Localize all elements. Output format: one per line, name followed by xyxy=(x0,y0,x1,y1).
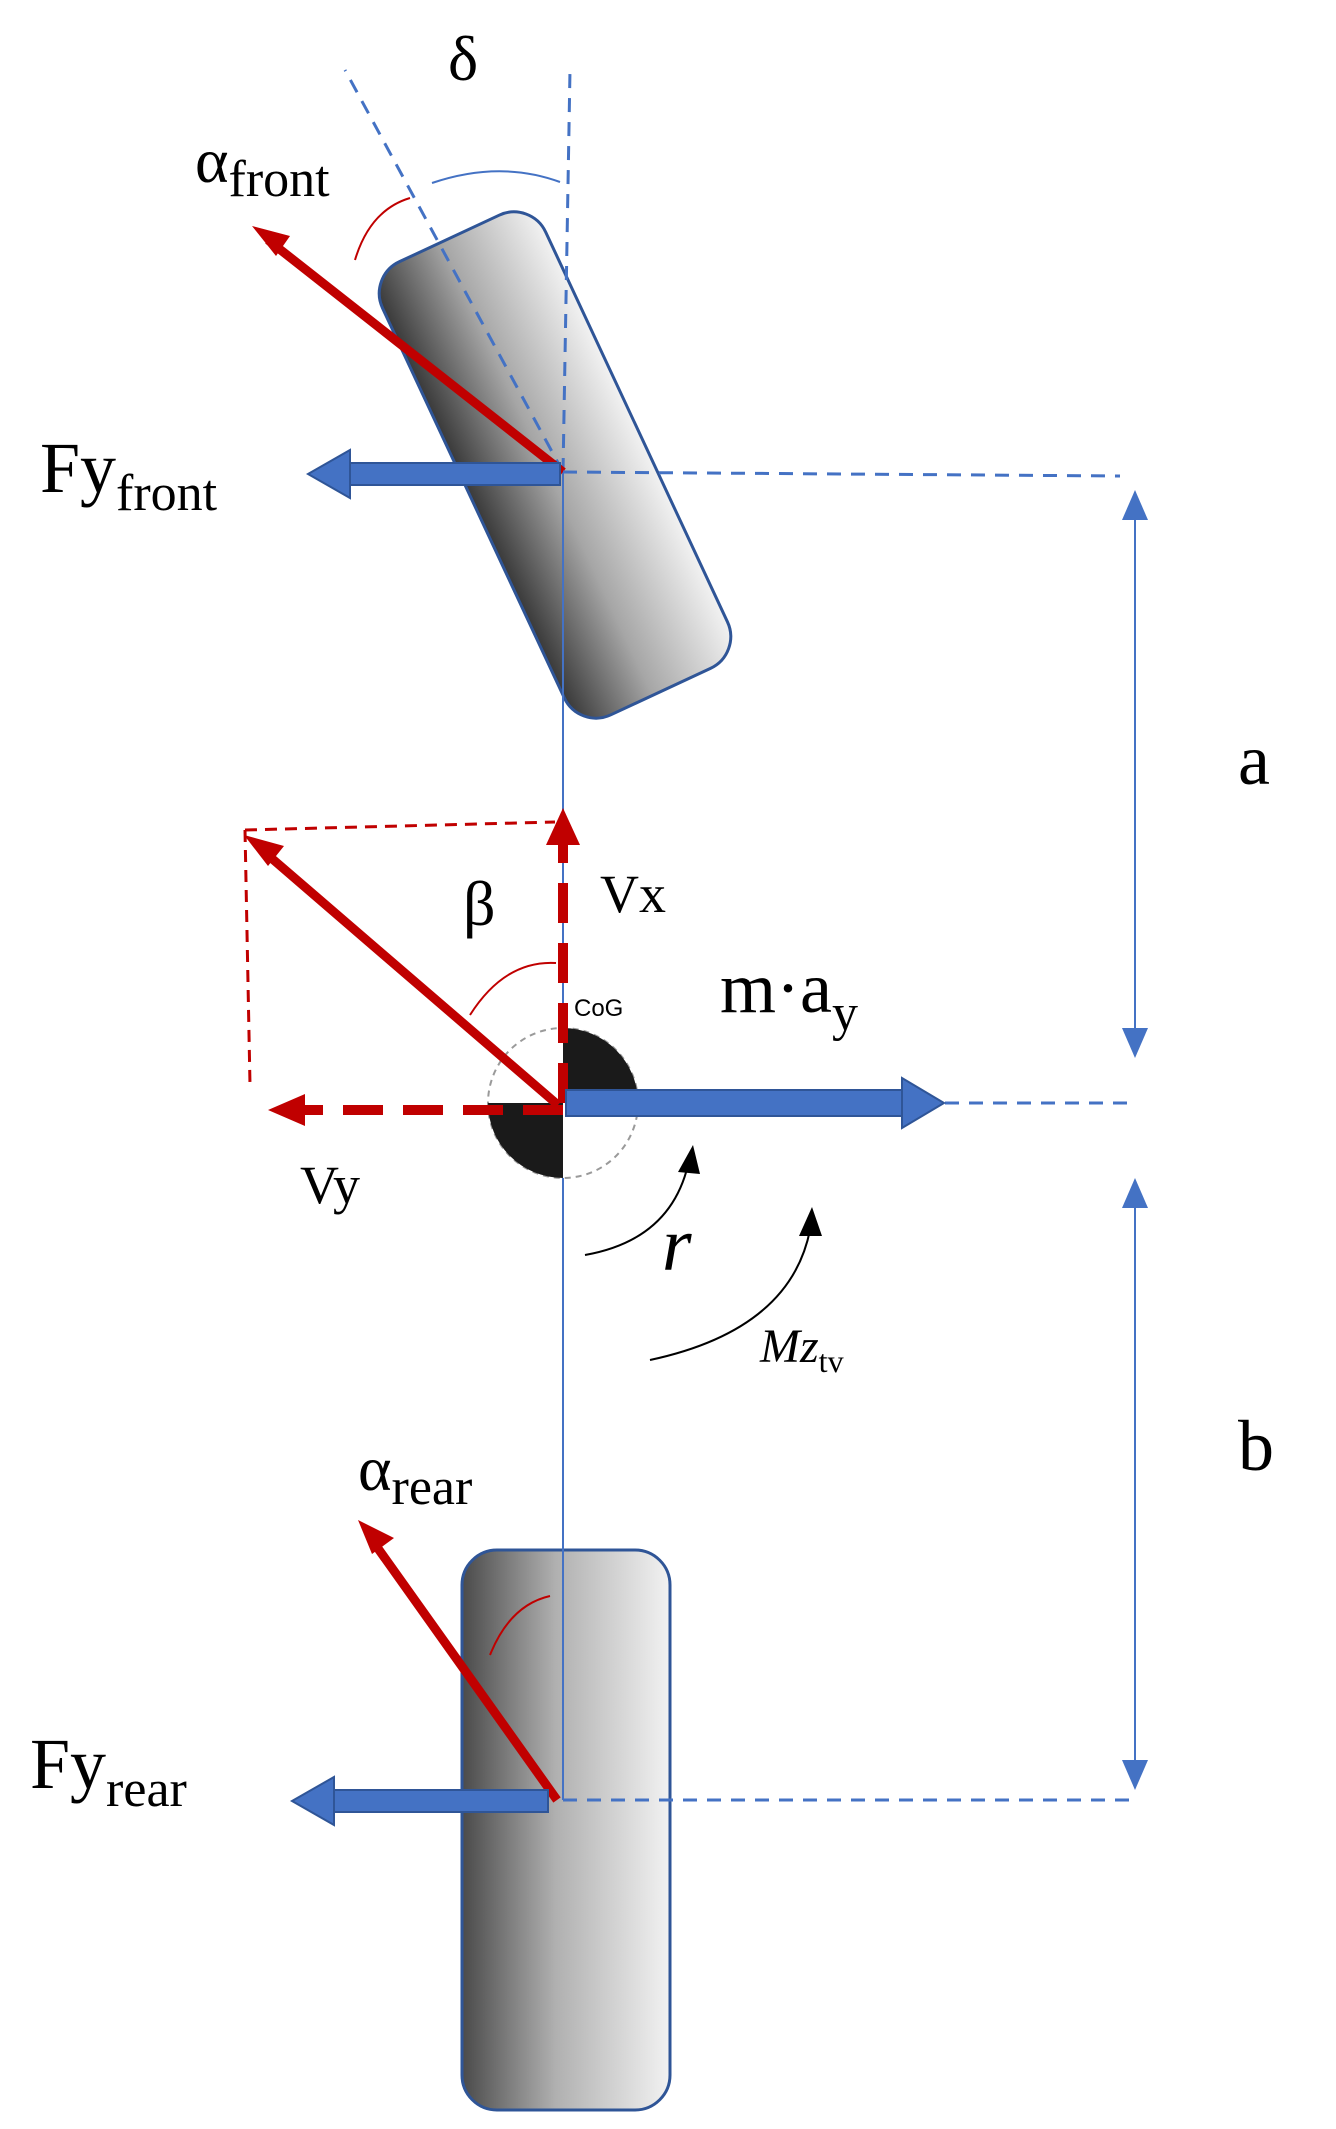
alpha-front-arc xyxy=(354,197,411,261)
beta-label: β xyxy=(463,868,496,939)
delta-label: δ xyxy=(448,23,478,94)
fy-front-force-arrow xyxy=(305,448,561,500)
velocity-construction-lines xyxy=(243,820,556,1086)
mz-tv-arrow xyxy=(649,1207,822,1361)
dimension-a-label: a xyxy=(1238,720,1270,800)
yaw-rate-arrow xyxy=(584,1145,700,1256)
rear-wheel xyxy=(460,1548,672,2112)
alpha-front-label: αfront xyxy=(195,125,330,208)
dimension-b xyxy=(1122,1178,1148,1790)
vx-label: Vx xyxy=(600,864,666,924)
fy-rear-label: Fyrear xyxy=(30,1724,187,1818)
fy-front-label: Fyfront xyxy=(40,428,218,522)
beta-angle-arc xyxy=(469,961,557,1016)
vx-velocity-arrow xyxy=(546,808,580,1103)
cog-label: CoG xyxy=(574,995,623,1022)
front-axle-dashed-line xyxy=(562,470,1121,478)
vy-label: Vy xyxy=(300,1155,360,1215)
may-force-arrow xyxy=(565,1076,946,1130)
dimension-b-label: b xyxy=(1238,1406,1274,1486)
resultant-velocity-arrow xyxy=(244,835,561,1109)
steer-reference-line xyxy=(561,69,572,473)
delta-angle-arc xyxy=(431,170,561,184)
alpha-rear-label: αrear xyxy=(358,1433,472,1516)
wheel-heading-line xyxy=(343,69,565,473)
alpha-rear-arc xyxy=(489,1595,551,1656)
fy-rear-force-arrow xyxy=(289,1775,549,1827)
alpha-front-velocity-arrow xyxy=(252,226,566,476)
alpha-rear-velocity-arrow xyxy=(358,1520,561,1803)
vy-velocity-arrow xyxy=(268,1094,563,1126)
may-label: m·ay xyxy=(720,948,858,1042)
yaw-rate-label: r xyxy=(662,1203,692,1287)
mz-tv-label: Mztv xyxy=(759,1320,844,1379)
dimension-a xyxy=(1122,490,1148,1058)
